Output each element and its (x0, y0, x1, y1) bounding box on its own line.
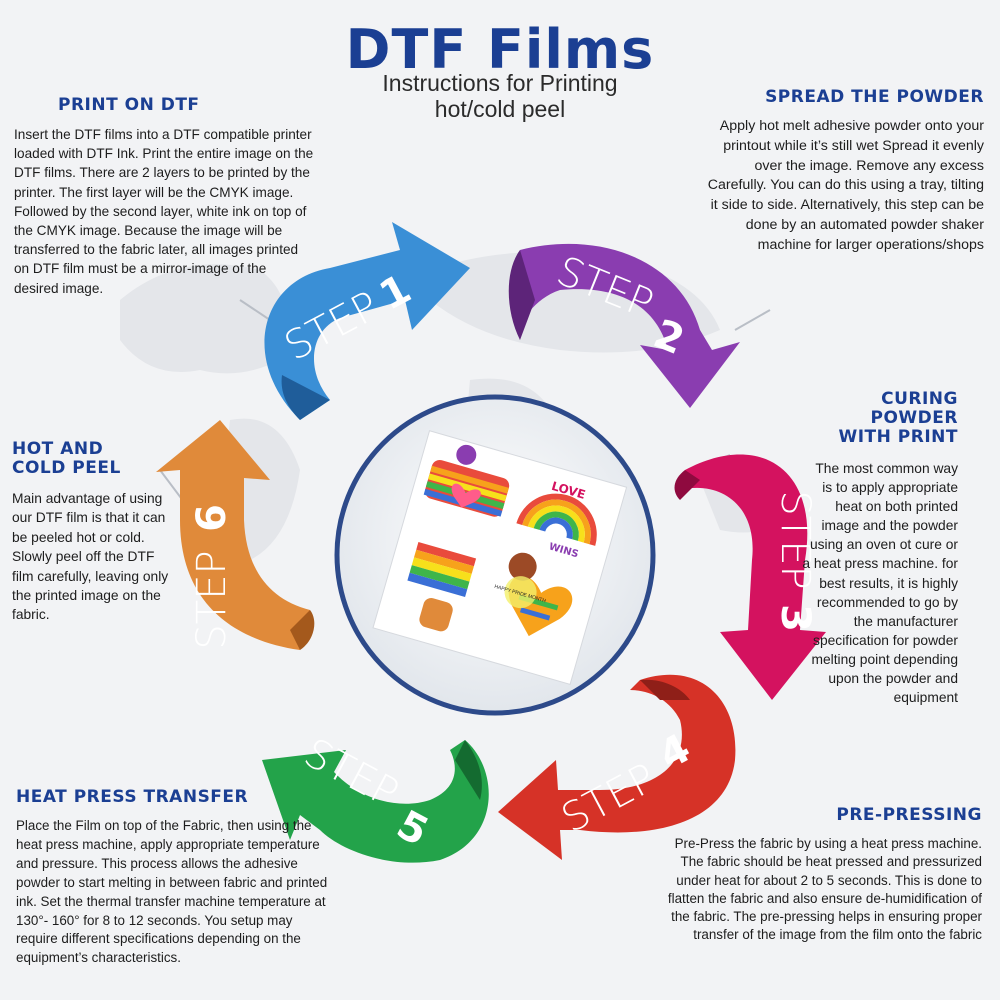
center-image: LOVE WINS HAPPY PRIDE M (334, 394, 656, 716)
section-body: The most common way is to apply appropri… (802, 461, 958, 706)
step-3-word: STEP (772, 490, 818, 589)
subtitle-line-1: Instructions for Printing (382, 70, 618, 96)
section-spread-the-powder: SPREAD THE POWDER Apply hot melt adhesiv… (700, 88, 984, 256)
rainbow-heart-sticker (423, 444, 510, 517)
section-pre-pressing: PRE-PRESSING Pre-Press the fabric by usi… (660, 806, 982, 945)
step-6-number: 6 (189, 504, 235, 532)
section-hot-and-cold-peel: HOT AND COLD PEEL Main advantage of usin… (12, 440, 178, 625)
section-heat-press-transfer: HEAT PRESS TRANSFER Place the Film on to… (16, 788, 328, 968)
section-body: Apply hot melt adhesive powder onto your… (707, 118, 984, 253)
section-heading: PRINT ON DTF (58, 95, 200, 115)
section-body: Place the Film on top of the Fabric, the… (16, 818, 328, 966)
section-heading: PRE-PRESSING (836, 805, 982, 825)
subtitle-line-2: hot/cold peel (434, 96, 566, 122)
section-heading: SPREAD THE POWDER (765, 87, 984, 107)
step-6-word: STEP (189, 550, 235, 649)
page-title: DTF Films (345, 18, 655, 81)
section-heading: HOT AND COLD PEEL (12, 440, 178, 478)
step-3-label: STEP 3 (772, 490, 818, 632)
step-3-number: 3 (772, 604, 818, 632)
section-heading: CURING POWDER WITH PRINT (800, 390, 958, 447)
step-6-arrow (156, 420, 315, 650)
heading-line-1: HOT AND (12, 439, 104, 459)
step-5-arrow (262, 740, 489, 863)
section-body: Pre-Press the fabric by using a heat pre… (667, 836, 982, 943)
step-6-label: STEP 6 (189, 504, 235, 650)
section-heading: HEAT PRESS TRANSFER (16, 787, 249, 807)
heading-line-2: WITH PRINT (838, 427, 958, 447)
step-2-arrow (508, 243, 740, 408)
heading-line-2: COLD PEEL (12, 458, 121, 478)
section-body: Main advantage of using our DTF film is … (12, 491, 169, 623)
step-3-arrow (674, 454, 826, 700)
pride-flag-sticker (407, 542, 477, 632)
heading-line-1: CURING POWDER (870, 389, 958, 428)
step-1-arrow (264, 222, 470, 420)
page-subtitle: Instructions for Printing hot/cold peel (0, 70, 1000, 122)
dtf-film-sheet: LOVE WINS HAPPY PRIDE M (372, 430, 628, 685)
section-curing-powder: CURING POWDER WITH PRINT The most common… (800, 390, 958, 707)
step-4-arrow (498, 674, 736, 860)
section-body: Insert the DTF films into a DTF compatib… (14, 127, 314, 296)
rainbow-heart-hand-sticker: HAPPY PRIDE MONTH (494, 552, 573, 637)
section-print-on-dtf: PRINT ON DTF Insert the DTF films into a… (14, 96, 314, 298)
